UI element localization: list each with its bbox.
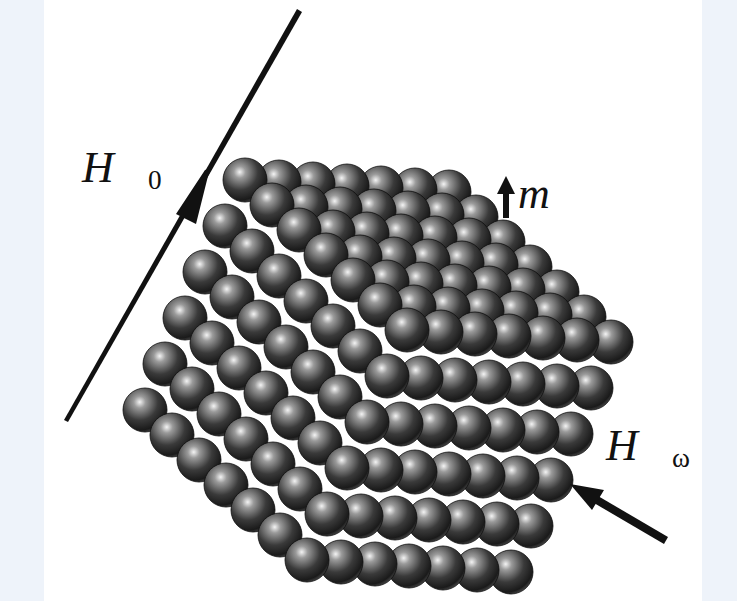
h0-line: [64, 9, 302, 422]
side-panel: [0, 0, 44, 601]
m-arrowhead: [497, 176, 515, 194]
m-shaft: [503, 192, 509, 218]
h0-arrowhead: [176, 168, 212, 224]
magnet-sphere: [365, 354, 409, 398]
sphere-lattice: [123, 158, 633, 594]
magnet-sphere: [325, 446, 369, 490]
magnet-sphere: [385, 308, 429, 352]
field-arrows: [64, 9, 668, 544]
magnet-sphere: [305, 492, 349, 536]
vector-label: H⃗ω: [606, 424, 690, 472]
vector-label: H⃗0: [82, 146, 162, 194]
hw-shaft: [594, 496, 668, 544]
magnet-sphere: [285, 538, 329, 582]
magnet-sphere: [345, 400, 389, 444]
side-panel: [702, 0, 737, 601]
hw-arrowhead: [570, 484, 604, 510]
vector-label: m⃗: [518, 172, 584, 216]
